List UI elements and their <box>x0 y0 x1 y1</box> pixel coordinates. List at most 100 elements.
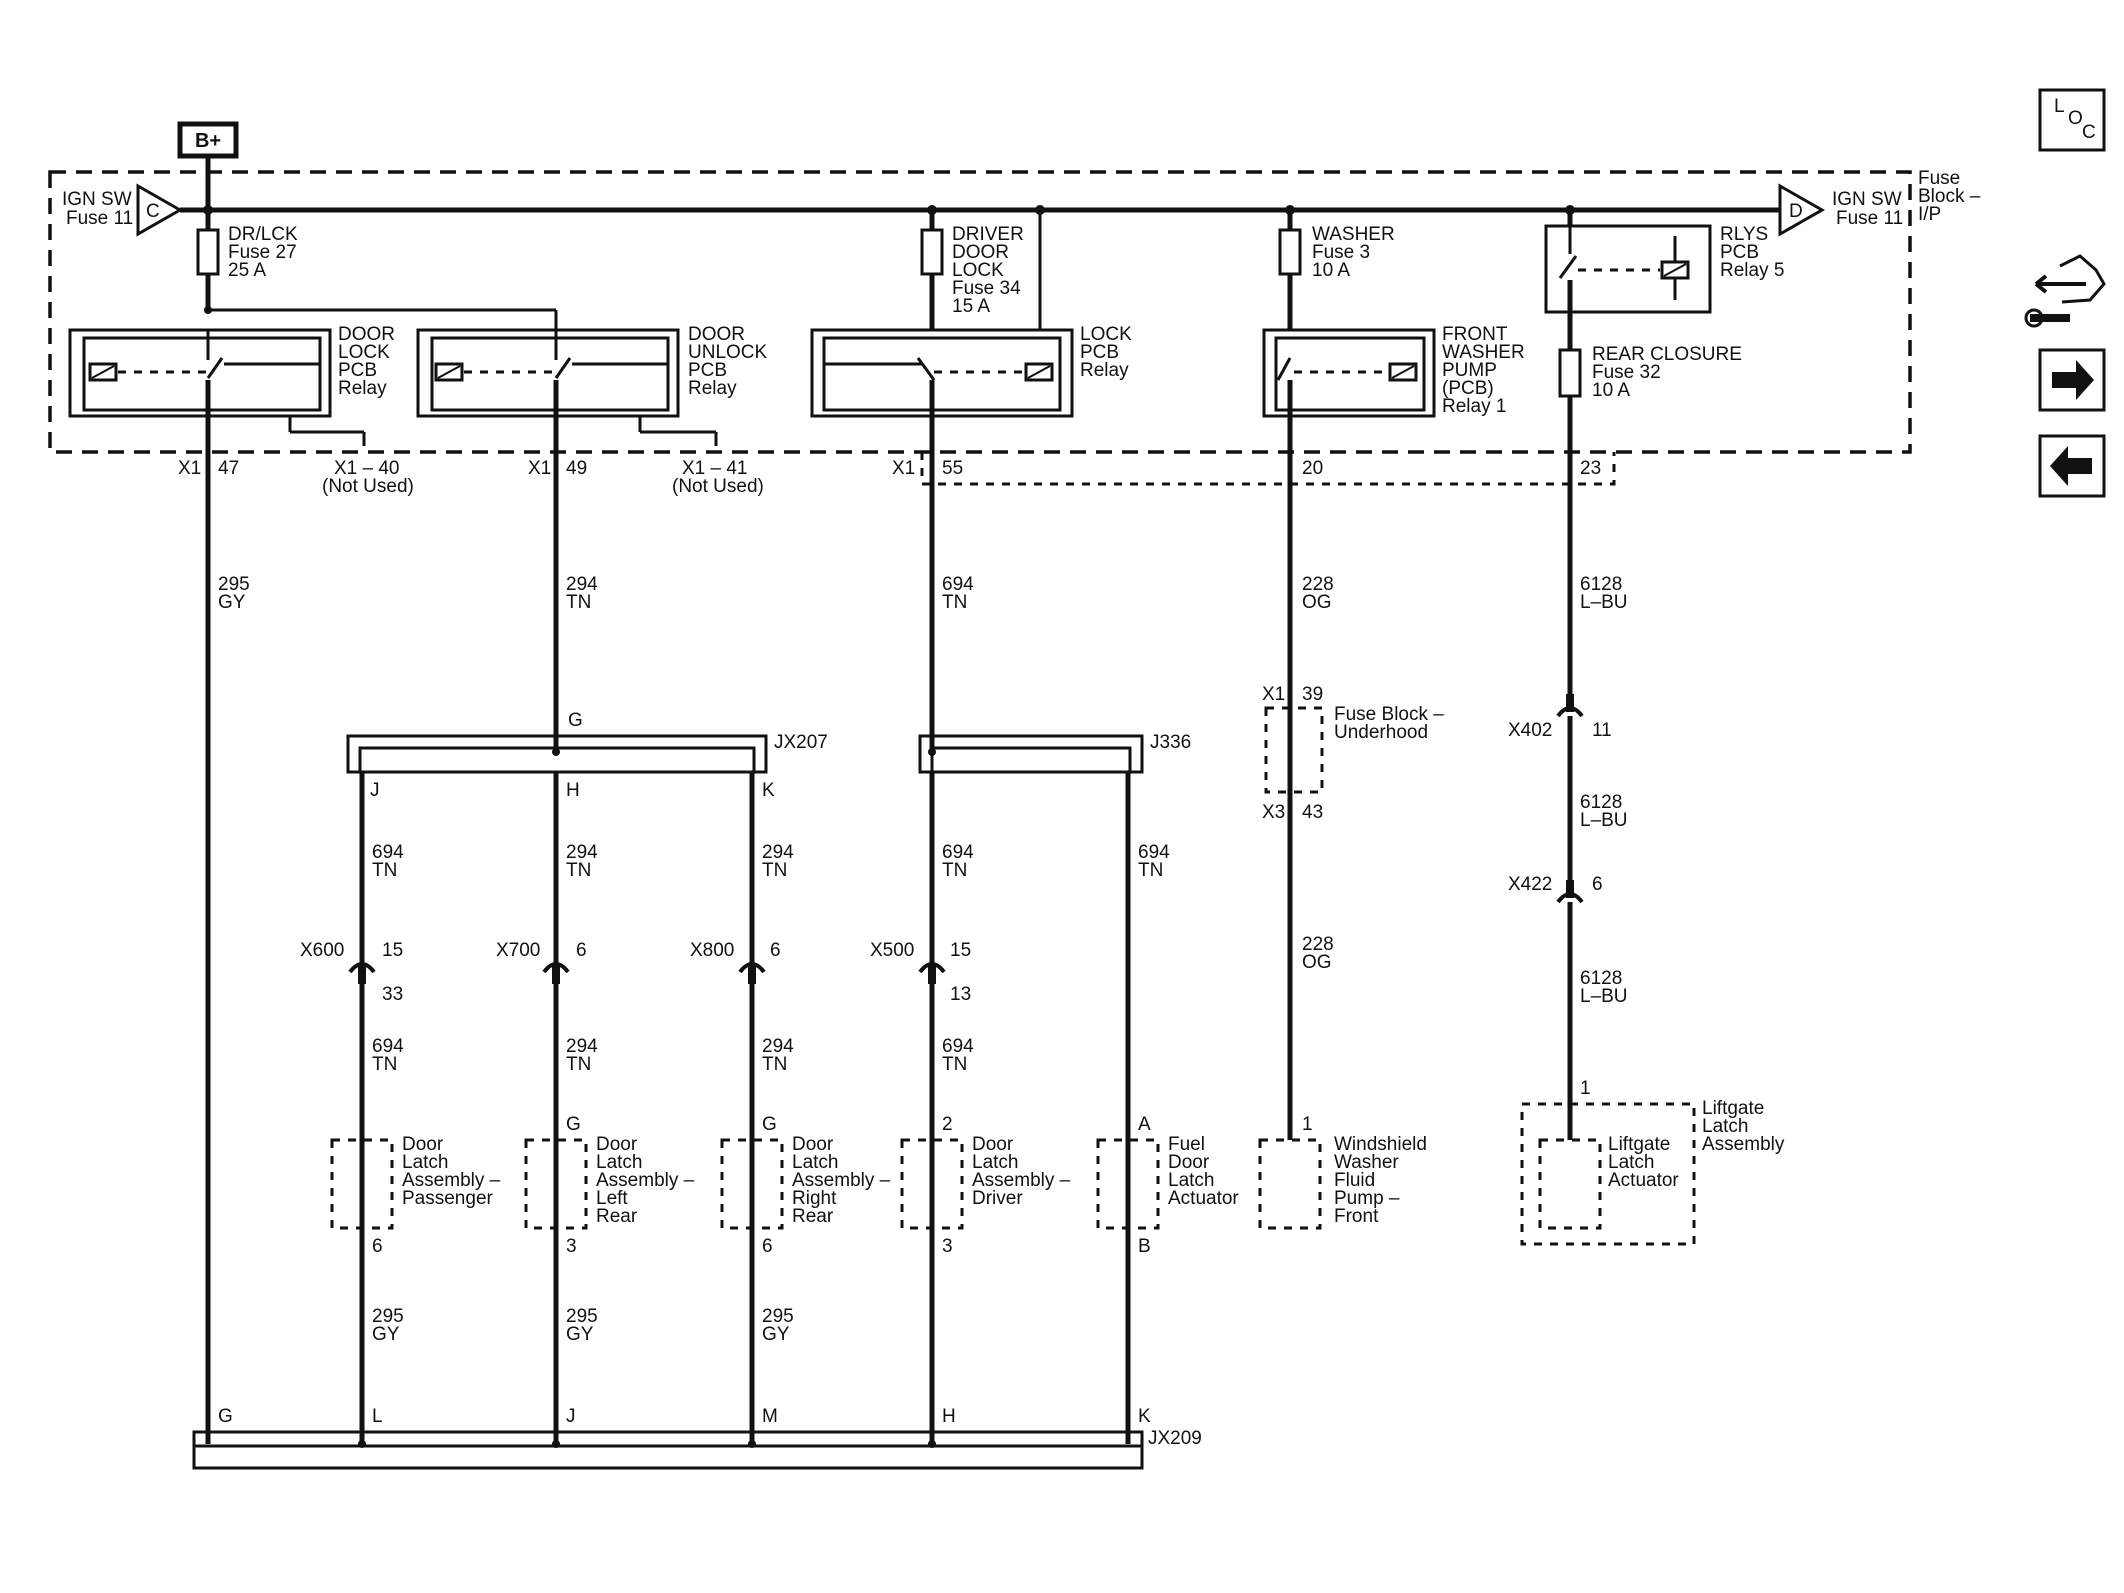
wire-228-color: OG <box>1302 592 1332 613</box>
x1-connector-dashed <box>920 452 1616 486</box>
connector-x600 <box>348 962 376 984</box>
fuse-rear-rating: 10 A <box>1592 380 1630 401</box>
svg-text:Assembly –: Assembly – <box>972 1170 1071 1191</box>
svg-text:Left: Left <box>596 1188 628 1209</box>
relay-door-lock-l4: Relay <box>338 378 387 399</box>
wire-295-color: GY <box>218 592 246 613</box>
wl3-pass-num: 295 <box>372 1306 404 1327</box>
svg-text:Latch: Latch <box>1168 1170 1214 1191</box>
component-passenger-latch <box>330 1138 394 1230</box>
component-driver-latch <box>900 1138 964 1230</box>
wl3-rr-num: 295 <box>762 1306 794 1327</box>
label-left-rear: Door Latch Assembly – Left Rear <box>596 1134 695 1227</box>
fbu-39: 39 <box>1302 684 1323 705</box>
wire-694-color: TN <box>942 592 967 613</box>
pin-23: 23 <box>1580 458 1601 479</box>
relay-rlys-l3: Relay 5 <box>1720 260 1784 281</box>
fuse-driver-door-lock <box>920 228 944 276</box>
svg-text:Latch: Latch <box>402 1152 448 1173</box>
pin-pump-top: 1 <box>1302 1114 1313 1135</box>
label-driver: Door Latch Assembly – Driver <box>972 1134 1071 1209</box>
label-fuel: Fuel Door Latch Actuator <box>1168 1134 1239 1209</box>
relay-lock <box>810 328 1074 418</box>
fuse-driver-l3: LOCK <box>952 260 1004 281</box>
svg-text:Latch: Latch <box>972 1152 1018 1173</box>
jx209-label: JX209 <box>1148 1428 1202 1449</box>
pin-lr-bot: 3 <box>566 1236 577 1257</box>
fuse-block-label-1: Fuse <box>1918 168 1960 189</box>
relay-lock-l2: PCB <box>1080 342 1119 363</box>
svg-text:Door: Door <box>1168 1152 1210 1173</box>
j336-label: J336 <box>1150 732 1191 753</box>
pin-x1-40: X1 – 40 <box>334 458 400 479</box>
label-liftgate-assembly: Liftgate Latch Assembly <box>1702 1098 1785 1155</box>
svg-text:Assembly: Assembly <box>1702 1134 1785 1155</box>
x600-pin-a: 15 <box>382 940 403 961</box>
ign-sw-right-fuse: Fuse 11 <box>1836 208 1903 229</box>
connector-view-icon[interactable] <box>2024 254 2106 328</box>
relay-washer-l5: Relay 1 <box>1442 396 1506 417</box>
arrow-right-icon[interactable] <box>2038 348 2106 412</box>
jx207-pin-h: H <box>566 780 580 801</box>
relay-door-unlock-l2: UNLOCK <box>688 342 768 363</box>
relay-door-lock-l2: LOCK <box>338 342 390 363</box>
fuse-drlck-number: Fuse 27 <box>228 242 297 263</box>
wl-rr-num: 294 <box>762 842 794 863</box>
fuse-rear-name: REAR CLOSURE <box>1592 344 1742 365</box>
wl-fuel-num: 694 <box>1138 842 1170 863</box>
x500-pin-a: 15 <box>950 940 971 961</box>
svg-text:Rear: Rear <box>596 1206 638 1227</box>
relay-rlys <box>1544 224 1712 340</box>
fuse-drlck-rating: 25 A <box>228 260 266 281</box>
arrow-left-icon[interactable] <box>2038 434 2106 498</box>
svg-text:Fuel: Fuel <box>1168 1134 1205 1155</box>
fuse-washer <box>1278 228 1302 276</box>
component-washer-pump <box>1258 1138 1322 1230</box>
connector-x500 <box>918 962 946 984</box>
x700-label: X700 <box>496 940 540 961</box>
pin-fuel-bot: B <box>1138 1236 1151 1257</box>
svg-text:Assembly –: Assembly – <box>402 1170 501 1191</box>
fuse-driver-l2: DOOR <box>952 242 1009 263</box>
wl2-lr-col: TN <box>566 1054 591 1075</box>
jx209-pin-l: L <box>372 1406 383 1427</box>
svg-text:Driver: Driver <box>972 1188 1023 1209</box>
svg-text:Door: Door <box>792 1134 834 1155</box>
wl-228b-num: 228 <box>1302 934 1334 955</box>
wl-6128b-num: 6128 <box>1580 792 1622 813</box>
x500-pin-b: 13 <box>950 984 971 1005</box>
component-left-rear-latch <box>524 1138 588 1230</box>
wl2-pass-col: TN <box>372 1054 397 1075</box>
pin-49: 49 <box>566 458 587 479</box>
jx209-pin-j: J <box>566 1406 576 1427</box>
wire-228-num: 228 <box>1302 574 1334 595</box>
svg-text:Actuator: Actuator <box>1168 1188 1239 1209</box>
relay-washer-l3: PUMP <box>1442 360 1497 381</box>
relay-lock-l3: Relay <box>1080 360 1129 381</box>
wl-6128c-col: L–BU <box>1580 986 1628 1007</box>
loc-button[interactable]: L O C <box>2038 88 2106 152</box>
jx207-label: JX207 <box>774 732 828 753</box>
relay-washer-l4: (PCB) <box>1442 378 1494 399</box>
connector-x700 <box>542 962 570 984</box>
wl-pass-num: 694 <box>372 842 404 863</box>
x800-pin-a: 6 <box>770 940 781 961</box>
x402-pin: 11 <box>1592 720 1612 741</box>
fuse-washer-name: WASHER <box>1312 224 1395 245</box>
ign-left-letter: C <box>146 201 160 222</box>
pin-fuel-top: A <box>1138 1114 1151 1135</box>
pin-drv-top: 2 <box>942 1114 953 1135</box>
fuse-rear-closure <box>1558 348 1582 398</box>
wl2-rr-col: TN <box>762 1054 787 1075</box>
jx209-pin-g: G <box>218 1406 233 1427</box>
x800-label: X800 <box>690 940 734 961</box>
fuse-drlck-name: DR/LCK <box>228 224 298 245</box>
x600-label: X600 <box>300 940 344 961</box>
wl3-lr-num: 295 <box>566 1306 598 1327</box>
svg-text:Latch: Latch <box>1702 1116 1748 1137</box>
svg-text:Latch: Latch <box>596 1152 642 1173</box>
x600-pin-b: 33 <box>382 984 403 1005</box>
pin-lift-top: 1 <box>1580 1078 1591 1099</box>
wire-295-num: 295 <box>218 574 250 595</box>
